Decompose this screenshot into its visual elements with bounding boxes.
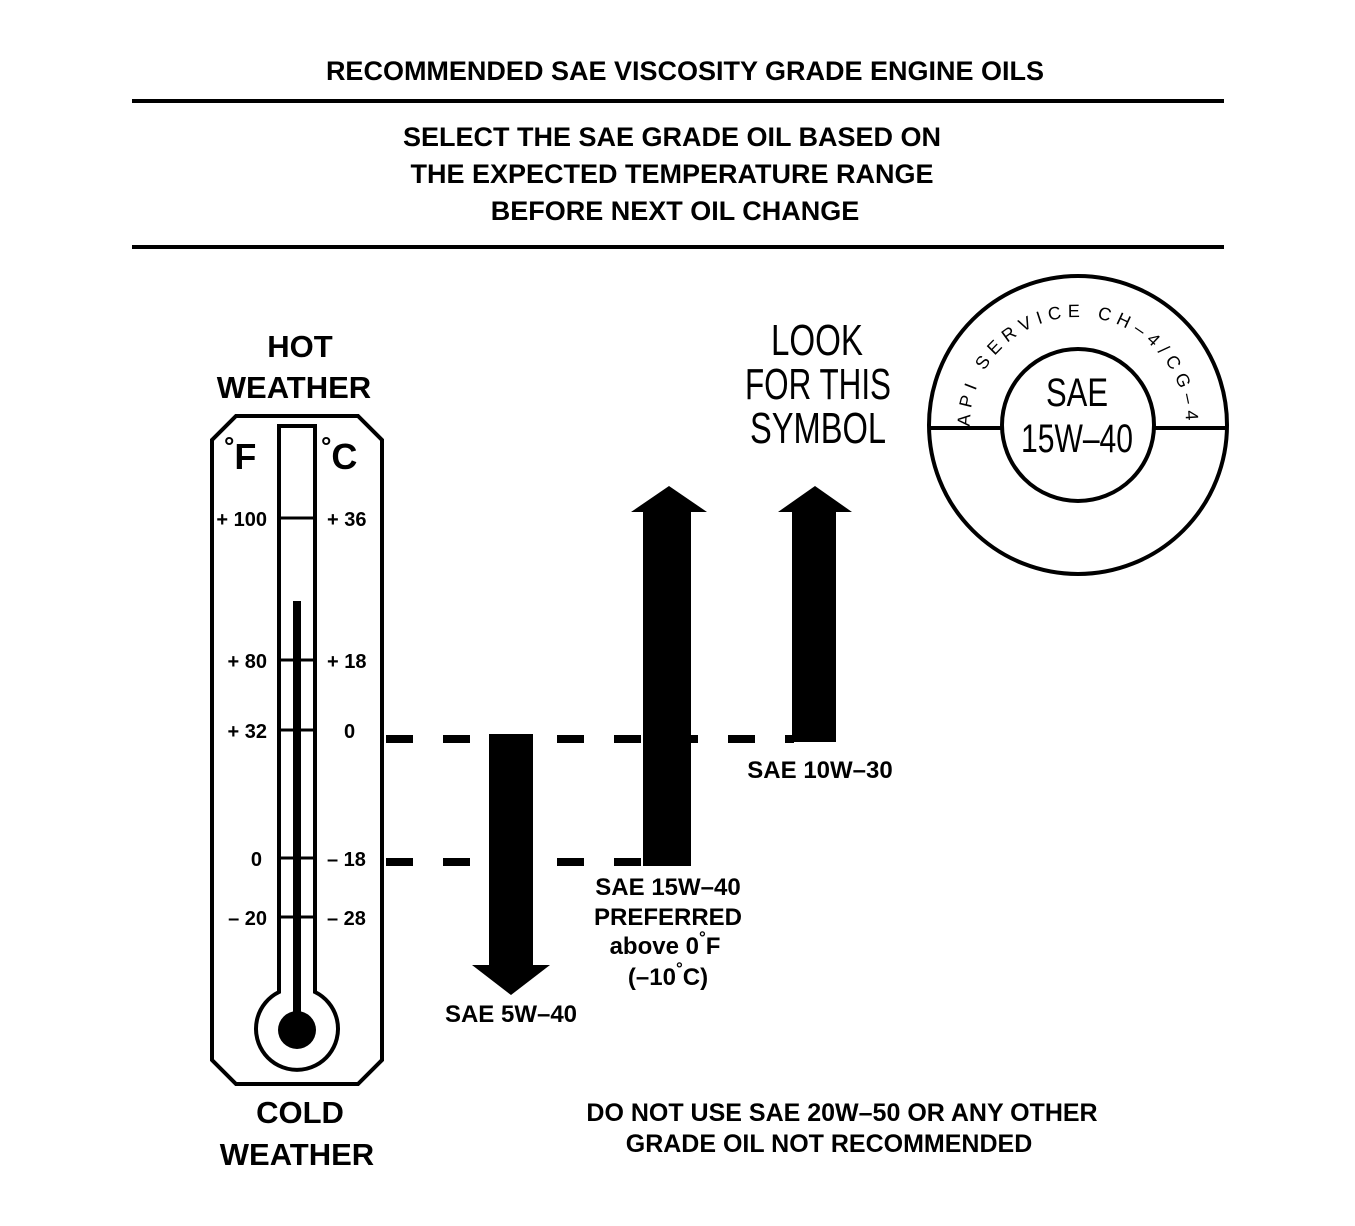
sae-15w40-label: SAE 15W–40: [595, 874, 740, 901]
cold-weather-label: WEATHER: [220, 1137, 374, 1172]
thermometer-frame: [210, 414, 384, 1086]
mercury-column: [293, 601, 301, 1021]
sae-10w30-label: SAE 10W–30: [747, 757, 892, 784]
instruction-line-3: BEFORE NEXT OIL CHANGE: [491, 196, 860, 226]
fahrenheit-unit: °F: [224, 431, 256, 477]
sae-5w40-label: SAE 5W–40: [445, 1001, 577, 1028]
scale-label-c: – 18: [327, 849, 366, 871]
api-center-sae: SAE: [1046, 371, 1108, 415]
hot-weather-label: WEATHER: [217, 370, 371, 405]
thermometer: °F °C + 100 + 36 + 80 + 18 + 32 0 0 – 18…: [210, 414, 384, 1086]
scale-label-c: + 18: [327, 651, 366, 673]
instruction-line-1: SELECT THE SAE GRADE OIL BASED ON: [403, 122, 941, 152]
scale-label-f: + 32: [228, 721, 267, 743]
symbol-note-line-3: SYMBOL: [750, 404, 886, 453]
scale-label-f: + 80: [228, 651, 267, 673]
warning-line-2: GRADE OIL NOT RECOMMENDED: [626, 1130, 1033, 1158]
thermometer-tube: [254, 424, 340, 1072]
mercury-bulb: [278, 1011, 316, 1049]
hot-label: HOT: [267, 329, 333, 364]
instruction-line-2: THE EXPECTED TEMPERATURE RANGE: [410, 159, 933, 189]
sae-15w40-preferred: PREFERRED: [594, 904, 742, 931]
symbol-note-line-1: LOOK: [771, 316, 863, 365]
sae-10w30-arrow: [778, 486, 852, 742]
cold-label: COLD: [256, 1095, 344, 1130]
sae-5w40-arrow: [472, 734, 550, 995]
scale-label-c: 0: [344, 721, 355, 743]
sae-15w40-condition: above 0°F: [610, 928, 721, 960]
api-center-grade: 15W–40: [1021, 417, 1133, 461]
page-title: RECOMMENDED SAE VISCOSITY GRADE ENGINE O…: [326, 56, 1044, 86]
scale-label-f: – 20: [228, 908, 267, 930]
scale-label-c: – 28: [327, 908, 366, 930]
scale-label-f: + 100: [216, 509, 267, 531]
scale-label-f: 0: [251, 849, 262, 871]
scale-label-c: + 36: [327, 509, 366, 531]
api-service-symbol: API SERVICE CH–4/CG–4 SAE 15W–40: [927, 274, 1229, 576]
warning-line-1: DO NOT USE SAE 20W–50 OR ANY OTHER: [586, 1099, 1097, 1127]
api-outer-ring: [927, 274, 1229, 576]
api-inner-circle: [1000, 347, 1156, 503]
symbol-note-line-2: FOR THIS: [745, 360, 891, 409]
sae-15w40-celsius: (–10°C): [628, 959, 708, 991]
sae-15w40-arrow: [631, 486, 707, 866]
celsius-unit: °C: [321, 431, 357, 477]
